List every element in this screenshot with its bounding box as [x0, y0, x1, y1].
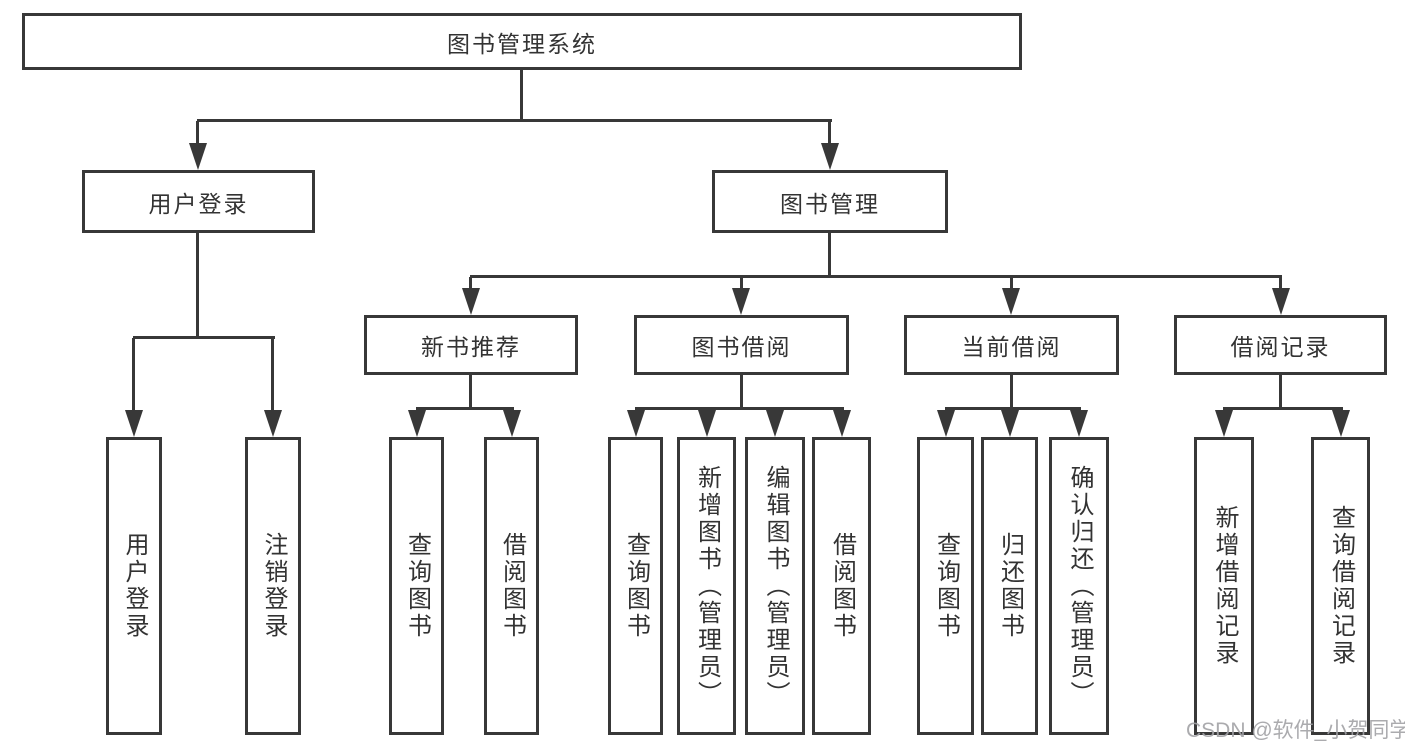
node-leaf-edit-book-admin-label: 编辑图书（管理员）: [762, 464, 789, 708]
node-new-book-recommend: 新书推荐: [364, 315, 578, 375]
node-leaf-query-books-2-label: 查询图书: [622, 532, 650, 640]
node-leaf-add-borrow-record-label: 新增借阅记录: [1211, 505, 1238, 667]
node-leaf-query-books-1-label: 查询图书: [403, 532, 431, 640]
connector-line: [520, 70, 523, 122]
connector-line: [1223, 407, 1343, 410]
node-leaf-confirm-return-admin-label: 确认归还（管理员）: [1066, 464, 1093, 708]
arrow-down-icon: [821, 143, 839, 170]
node-current-borrowing-label: 当前借阅: [961, 334, 1062, 360]
node-current-borrowing: 当前借阅: [904, 315, 1119, 375]
connector-line: [740, 277, 743, 291]
node-leaf-add-book-admin: 新增图书（管理员）: [677, 437, 736, 735]
node-leaf-borrow-books-2-label: 借阅图书: [828, 532, 856, 640]
connector-line: [740, 375, 743, 410]
arrow-down-icon: [732, 288, 750, 315]
node-book-borrowing-label: 图书借阅: [691, 334, 792, 360]
node-leaf-borrow-books-2: 借阅图书: [812, 437, 871, 735]
arrow-down-icon: [125, 410, 143, 437]
csdn-watermark: CSDN @软件_小贺同学: [1186, 719, 1405, 742]
node-book-borrowing: 图书借阅: [634, 315, 849, 375]
arrow-down-icon: [1272, 288, 1290, 315]
arrow-down-icon: [627, 410, 645, 437]
connector-line: [1010, 277, 1013, 291]
connector-line: [197, 119, 832, 122]
node-root-label: 图书管理系统: [447, 30, 597, 57]
node-leaf-borrow-books-1-label: 借阅图书: [498, 532, 526, 640]
connector-line: [416, 407, 514, 410]
connector-line: [635, 407, 844, 410]
node-leaf-return-book-label: 归还图书: [996, 532, 1024, 640]
node-user-login-group-label: 用户登录: [148, 190, 249, 217]
connector-line: [828, 233, 831, 278]
connector-line: [469, 375, 472, 410]
arrow-down-icon: [408, 410, 426, 437]
node-leaf-query-books-1: 查询图书: [389, 437, 444, 735]
node-borrow-records: 借阅记录: [1174, 315, 1387, 375]
arrow-down-icon: [462, 288, 480, 315]
arrow-down-icon: [766, 410, 784, 437]
node-leaf-logout-label: 注销登录: [260, 532, 287, 640]
arrow-down-icon: [1001, 410, 1019, 437]
arrow-down-icon: [833, 410, 851, 437]
node-leaf-user-login-label: 用户登录: [121, 532, 148, 640]
node-leaf-confirm-return-admin: 确认归还（管理员）: [1049, 437, 1109, 735]
node-leaf-edit-book-admin: 编辑图书（管理员）: [745, 437, 805, 735]
arrow-down-icon: [937, 410, 955, 437]
connector-line: [828, 121, 831, 146]
connector-line: [469, 277, 472, 291]
node-book-management: 图书管理: [712, 170, 948, 233]
arrow-down-icon: [1215, 410, 1233, 437]
connector-line: [1279, 375, 1282, 410]
node-leaf-query-borrow-record: 查询借阅记录: [1311, 437, 1370, 735]
arrow-down-icon: [698, 410, 716, 437]
node-leaf-logout: 注销登录: [245, 437, 301, 735]
connector-line: [470, 275, 1282, 278]
node-leaf-add-borrow-record: 新增借阅记录: [1194, 437, 1254, 735]
connector-line: [196, 121, 199, 146]
node-user-login-group: 用户登录: [82, 170, 315, 233]
connector-line: [1010, 375, 1013, 410]
node-leaf-query-borrow-record-label: 查询借阅记录: [1327, 505, 1355, 667]
node-leaf-user-login: 用户登录: [106, 437, 162, 735]
arrow-down-icon: [189, 143, 207, 170]
node-leaf-add-book-admin-label: 新增图书（管理员）: [693, 464, 721, 708]
connector-line: [271, 338, 274, 412]
arrow-down-icon: [1002, 288, 1020, 315]
node-leaf-query-books-2: 查询图书: [608, 437, 663, 735]
connector-line: [132, 338, 135, 412]
connector-line: [945, 407, 1081, 410]
node-borrow-records-label: 借阅记录: [1230, 334, 1331, 360]
connector-line: [1279, 277, 1282, 291]
arrow-down-icon: [1070, 410, 1088, 437]
node-book-management-label: 图书管理: [780, 190, 880, 217]
arrow-down-icon: [503, 410, 521, 437]
node-leaf-borrow-books-1: 借阅图书: [484, 437, 539, 735]
node-leaf-query-books-3-label: 查询图书: [932, 532, 960, 640]
node-leaf-query-books-3: 查询图书: [917, 437, 974, 735]
connector-line: [196, 233, 199, 339]
node-leaf-return-book: 归还图书: [981, 437, 1038, 735]
connector-line: [133, 336, 275, 339]
arrow-down-icon: [264, 410, 282, 437]
node-root-library-system: 图书管理系统: [22, 13, 1022, 70]
node-new-book-recommend-label: 新书推荐: [421, 334, 521, 360]
arrow-down-icon: [1332, 410, 1350, 437]
